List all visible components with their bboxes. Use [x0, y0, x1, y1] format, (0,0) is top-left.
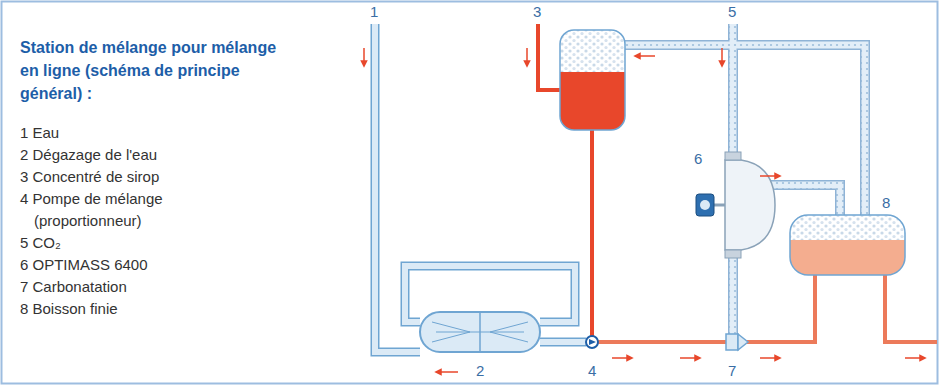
- co2-pipes: [625, 24, 865, 334]
- degasser-vessel: [420, 312, 540, 352]
- legend-item: 3 Concentré de sirop: [20, 166, 249, 188]
- callout-number: 8: [882, 194, 890, 212]
- mixing-pump: [586, 336, 598, 348]
- drink-pipes: [598, 275, 937, 342]
- legend-item: 2 Dégazage de l'eau: [20, 144, 249, 166]
- product-tank: [790, 215, 905, 275]
- callout-number: 5: [728, 3, 736, 21]
- callout-number: 6: [694, 150, 702, 168]
- syrup-tank: [560, 30, 625, 130]
- legend-item: 4 Pompe de mélange (proportionneur): [20, 188, 249, 232]
- legend-item: 8 Boisson finie: [20, 298, 249, 320]
- water-pipes: [375, 24, 586, 352]
- diagram-title: Station de mélange pour mélange en ligne…: [20, 36, 290, 105]
- callout-number: 3: [533, 3, 541, 21]
- callout-number: 4: [588, 362, 596, 380]
- flow-arrows: [364, 48, 923, 372]
- carbonation-injector: [726, 334, 748, 350]
- legend-item: 5 CO₂: [20, 232, 249, 254]
- legend-item: 1 Eau: [20, 122, 249, 144]
- legend-item: 7 Carbonatation: [20, 276, 249, 298]
- callout-number: 2: [476, 362, 484, 380]
- mass-flowmeter: [696, 152, 775, 258]
- callout-number: 1: [370, 3, 378, 21]
- legend-item: 6 OPTIMASS 6400: [20, 254, 249, 276]
- callout-number: 7: [728, 362, 736, 380]
